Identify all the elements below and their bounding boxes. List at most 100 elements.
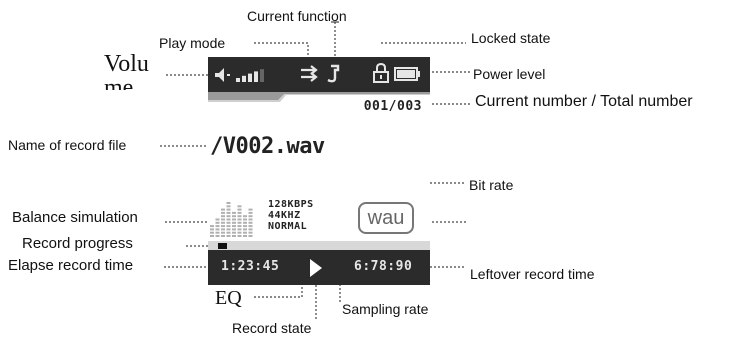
label-eq: EQ bbox=[215, 287, 242, 309]
balance-segment bbox=[248, 235, 253, 237]
balance-segment bbox=[248, 208, 253, 211]
label-current-total-number: Current number / Total number bbox=[475, 93, 693, 110]
balance-segment bbox=[210, 228, 214, 231]
balance-segment bbox=[215, 228, 220, 231]
balance-segment bbox=[226, 211, 231, 214]
balance-segment bbox=[226, 231, 231, 234]
balance-segment bbox=[248, 225, 253, 228]
label-record-progress: Record progress bbox=[22, 235, 133, 252]
audio-info: 128KBPS 44KHZ NORMAL bbox=[268, 199, 314, 232]
format-badge: wau bbox=[358, 202, 414, 234]
balance-segment bbox=[210, 231, 214, 234]
volume-bar bbox=[242, 75, 246, 82]
balance-segment bbox=[248, 228, 253, 231]
balance-segment bbox=[215, 218, 220, 221]
balance-segment bbox=[226, 215, 231, 218]
balance-segment bbox=[237, 205, 242, 208]
balance-segment bbox=[237, 221, 242, 224]
label-balance-simulation: Balance simulation bbox=[12, 209, 138, 226]
time-bar: 1:23:45 6:78:90 bbox=[208, 250, 430, 285]
battery-level-fill bbox=[397, 70, 415, 78]
status-bar-tail bbox=[208, 92, 430, 102]
balance-segment bbox=[221, 208, 225, 211]
balance-segment bbox=[226, 208, 231, 211]
eq-mode-text: NORMAL bbox=[268, 221, 308, 232]
balance-segment bbox=[248, 211, 253, 214]
balance-segment bbox=[237, 225, 242, 228]
balance-segment bbox=[210, 235, 214, 237]
volume-indicator bbox=[215, 68, 264, 82]
leftover-time: 6:78:90 bbox=[354, 259, 413, 274]
balance-segment bbox=[243, 235, 247, 237]
balance-segment bbox=[232, 235, 236, 237]
lock-icon bbox=[373, 63, 389, 83]
balance-segment bbox=[243, 225, 247, 228]
label-record-state: Record state bbox=[232, 320, 312, 336]
status-bar bbox=[208, 57, 430, 92]
balance-segment bbox=[221, 225, 225, 228]
volume-bar bbox=[260, 69, 264, 82]
balance-segment bbox=[226, 202, 231, 204]
sample-rate-text: 44KHZ bbox=[268, 210, 301, 221]
balance-segment bbox=[215, 235, 220, 237]
balance-segment bbox=[237, 218, 242, 221]
player-screen: 001/003 /V002.wav 128KBPS 44KHZ NORMAL w… bbox=[208, 57, 430, 285]
record-progress-fill bbox=[218, 243, 227, 249]
balance-segment bbox=[232, 228, 236, 231]
balance-segment bbox=[221, 231, 225, 234]
balance-segment bbox=[215, 225, 220, 228]
balance-segment bbox=[226, 218, 231, 221]
label-elapse-record-time: Elapse record time bbox=[8, 257, 134, 274]
balance-segment bbox=[232, 218, 236, 221]
label-volume: Volu me bbox=[104, 52, 166, 90]
label-sampling-rate: Sampling rate bbox=[342, 301, 429, 317]
balance-segment bbox=[215, 231, 220, 234]
record-state-play-icon bbox=[310, 259, 322, 277]
balance-segment bbox=[243, 218, 247, 221]
record-file-name: /V002.wav bbox=[210, 134, 325, 159]
balance-simulation-graph bbox=[210, 202, 253, 237]
balance-segment bbox=[237, 211, 242, 214]
balance-segment bbox=[237, 215, 242, 218]
microphone-icon bbox=[327, 64, 340, 83]
balance-segment bbox=[221, 215, 225, 218]
leader-play-mode bbox=[254, 42, 309, 57]
balance-segment bbox=[232, 211, 236, 214]
record-progress-bar bbox=[208, 241, 430, 250]
track-counter: 001/003 bbox=[363, 99, 422, 114]
balance-segment bbox=[226, 235, 231, 237]
speaker-icon bbox=[215, 68, 224, 82]
label-volume-line2: me bbox=[104, 75, 134, 90]
balance-segment bbox=[232, 231, 236, 234]
balance-segment bbox=[232, 225, 236, 228]
label-volume-line1: Volu bbox=[104, 52, 149, 77]
volume-bar bbox=[254, 71, 258, 82]
balance-segment bbox=[221, 218, 225, 221]
balance-segment bbox=[210, 225, 214, 228]
balance-segment bbox=[243, 221, 247, 224]
balance-segment bbox=[221, 235, 225, 237]
balance-segment bbox=[243, 215, 247, 218]
balance-segment bbox=[248, 231, 253, 234]
balance-segment bbox=[248, 215, 253, 218]
balance-segment bbox=[243, 228, 247, 231]
balance-segment bbox=[232, 221, 236, 224]
label-play-mode: Play mode bbox=[159, 35, 226, 51]
balance-segment bbox=[248, 218, 253, 221]
volume-bar bbox=[248, 73, 252, 82]
balance-segment bbox=[215, 221, 220, 224]
battery-icon bbox=[394, 67, 420, 81]
label-leftover-record-time: Leftover record time bbox=[470, 266, 595, 282]
elapsed-time: 1:23:45 bbox=[221, 259, 280, 274]
balance-segment bbox=[221, 228, 225, 231]
play-mode-icon bbox=[301, 65, 318, 82]
volume-bar bbox=[236, 78, 240, 82]
balance-segment bbox=[237, 208, 242, 211]
label-power-level: Power level bbox=[473, 66, 546, 82]
balance-segment bbox=[237, 228, 242, 231]
balance-segment bbox=[226, 228, 231, 231]
label-locked-state: Locked state bbox=[471, 30, 551, 46]
balance-segment bbox=[221, 221, 225, 224]
volume-bars bbox=[236, 69, 264, 82]
balance-segment bbox=[226, 225, 231, 228]
